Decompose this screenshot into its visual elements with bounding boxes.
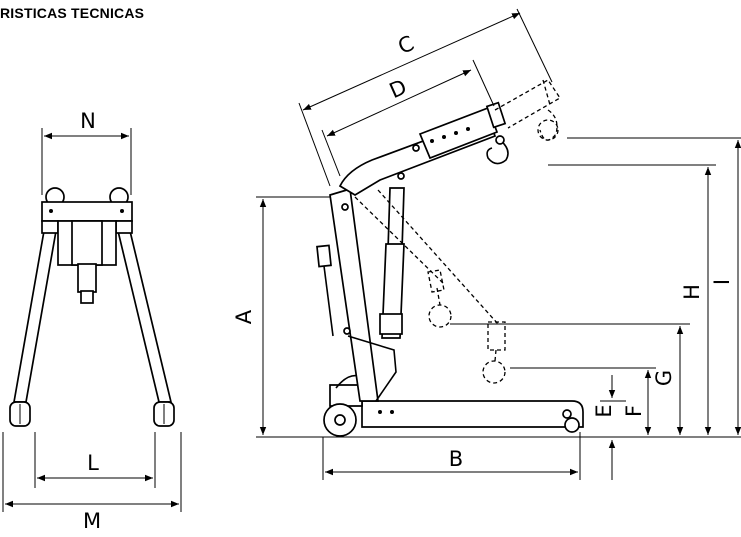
page-title: RISTICAS TECNICAS — [0, 5, 145, 21]
boom-lowered-dashed — [354, 189, 499, 325]
hook-mid-stem-dashed — [436, 287, 441, 306]
front-plate-bolt-right — [120, 209, 124, 213]
label-m: M — [83, 509, 101, 532]
front-wheel-pin — [562, 409, 572, 419]
cylinder-rod — [387, 187, 405, 251]
dim-c-ext-right — [516, 8, 553, 83]
side-base-beam — [361, 400, 584, 428]
side-view: A B C D E F G H I — [232, 8, 741, 480]
front-mast-inner — [71, 220, 103, 266]
base-hole-2 — [390, 410, 394, 414]
label-c: C — [394, 31, 417, 59]
pump-handle-grip — [316, 244, 332, 268]
rear-caster-bracket — [329, 384, 363, 407]
hook-mid-link-dashed — [427, 269, 445, 293]
pump-handle-bar — [323, 265, 334, 337]
label-e: E — [592, 404, 616, 417]
front-view: N L M — [2, 109, 182, 533]
front-leg-bracket-right — [115, 220, 133, 234]
front-plate-bolt-left — [49, 209, 53, 213]
rear-caster-hub — [334, 414, 346, 426]
front-ram-foot — [80, 290, 94, 304]
front-roller — [564, 417, 580, 433]
boom-hole-2 — [442, 135, 446, 139]
label-i: I — [710, 279, 734, 285]
front-top-plate — [41, 201, 133, 222]
front-leg-right — [116, 230, 173, 403]
boom-hole-1 — [430, 139, 434, 143]
label-g: G — [652, 370, 676, 386]
boom-extended-dashed — [494, 79, 561, 129]
front-leg-left — [12, 230, 58, 403]
boom-hole-4 — [466, 127, 470, 131]
label-a: A — [232, 309, 256, 324]
dim-c-line — [302, 12, 521, 111]
mast-brace — [347, 335, 397, 402]
label-h: H — [680, 284, 704, 300]
label-n: N — [80, 109, 96, 133]
hook-low-link-dashed — [487, 321, 506, 351]
hook-extended-ring-dashed — [537, 119, 559, 141]
hook-mid-ring-dashed — [428, 304, 452, 328]
label-b: B — [449, 447, 463, 471]
front-leg-bracket-left — [41, 220, 59, 234]
dim-d-ext-left — [321, 129, 341, 177]
front-ram — [77, 263, 97, 293]
dim-c-ext-left — [298, 102, 331, 187]
label-l: L — [87, 451, 99, 475]
label-f: F — [622, 405, 646, 417]
hook-extended-dashed — [539, 79, 558, 141]
dim-d-ext-right — [472, 59, 495, 107]
mast-pin-bottom — [343, 327, 351, 335]
mast-pin-top — [341, 203, 349, 211]
dim-d-line — [326, 69, 472, 137]
boom-hook-eye — [495, 135, 505, 145]
hook-low-ring-dashed — [482, 360, 506, 384]
hook-low-stem-dashed — [494, 349, 497, 362]
base-hole-1 — [378, 410, 382, 414]
side-mast — [329, 187, 379, 402]
boom-hole-3 — [454, 131, 458, 135]
cylinder-base — [379, 313, 403, 335]
boom-pin-lower — [397, 172, 405, 180]
boom-hook — [486, 139, 509, 165]
boom-pin-upper — [412, 144, 420, 152]
